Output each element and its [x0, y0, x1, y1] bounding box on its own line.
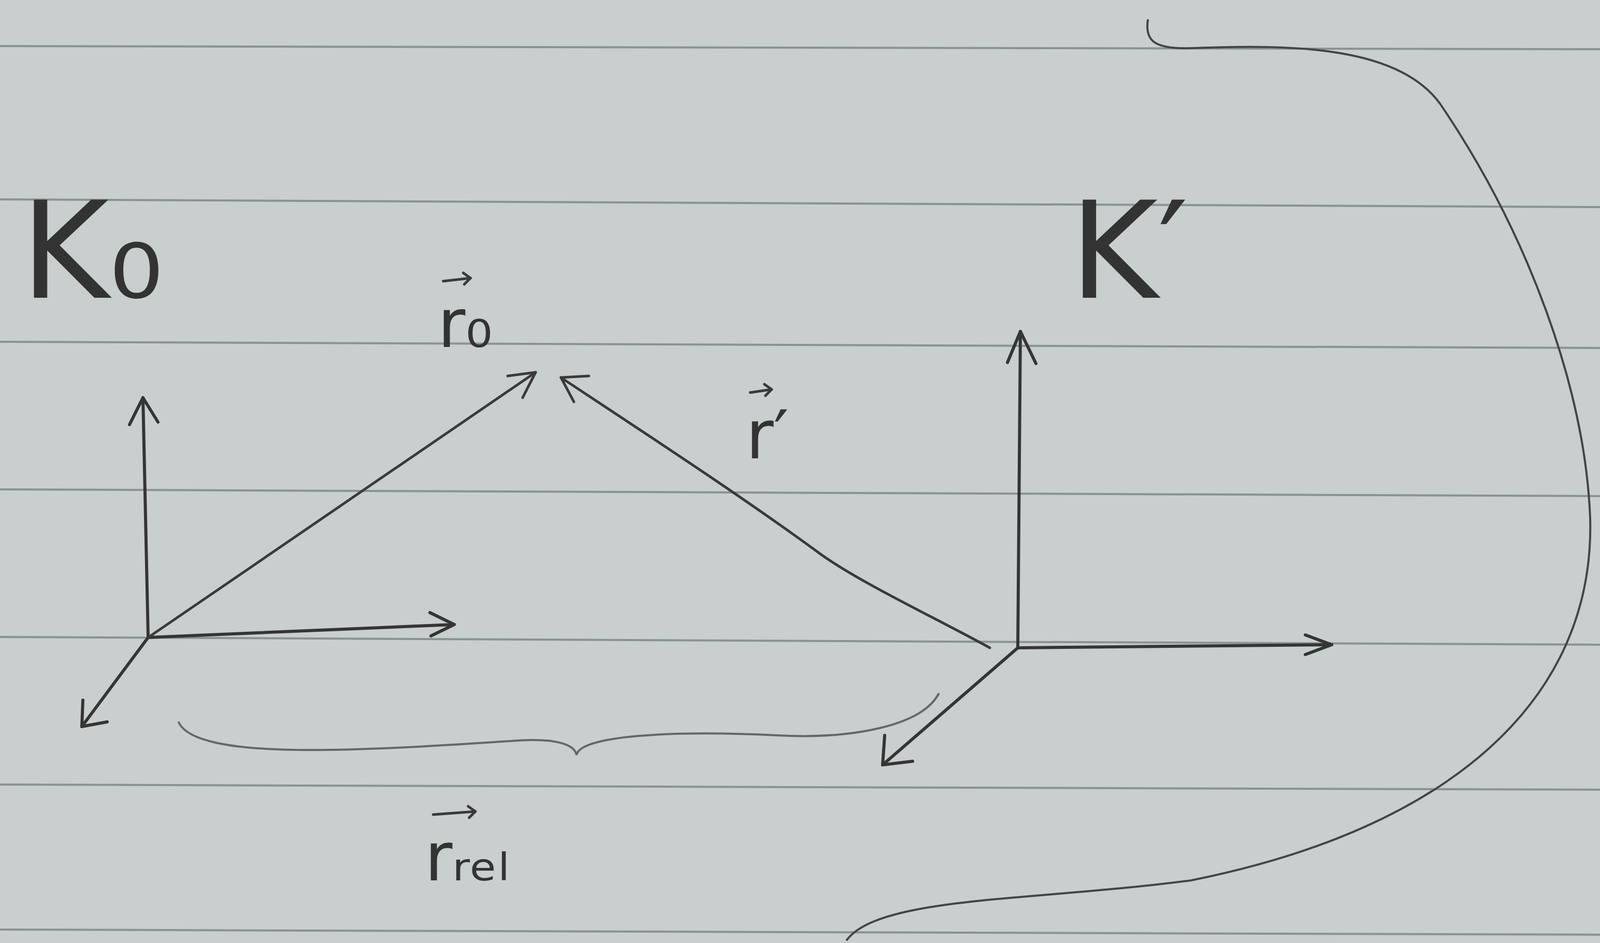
- frame-k-prime: [882, 331, 1332, 766]
- brace: [178, 694, 939, 756]
- frame-name-wrap: K′: [1069, 183, 1189, 319]
- frame-k0: [81, 397, 455, 727]
- ruled-lines: [0, 46, 1600, 935]
- frame-name: K₀: [20, 173, 164, 330]
- position-vectors: [148, 372, 990, 648]
- frame-name-wrap: K₀: [20, 183, 164, 319]
- vector-arrow-head: [468, 806, 476, 818]
- vector-name-wrap: rᵣₑₗ: [424, 823, 510, 891]
- bracket-curve: [846, 20, 1591, 941]
- frame-name: K′: [1069, 173, 1189, 330]
- vector-arrow-head: [463, 272, 471, 285]
- vector-name: rᵣₑₗ: [424, 817, 510, 897]
- vector-name: r₀: [437, 284, 493, 364]
- vector-name: r′: [745, 395, 789, 475]
- vector-name-wrap: r₀: [437, 290, 493, 358]
- vector-name-wrap: r′: [745, 401, 789, 469]
- vector-arrow-shaft: [433, 811, 475, 815]
- vector-arrow-head: [764, 384, 772, 396]
